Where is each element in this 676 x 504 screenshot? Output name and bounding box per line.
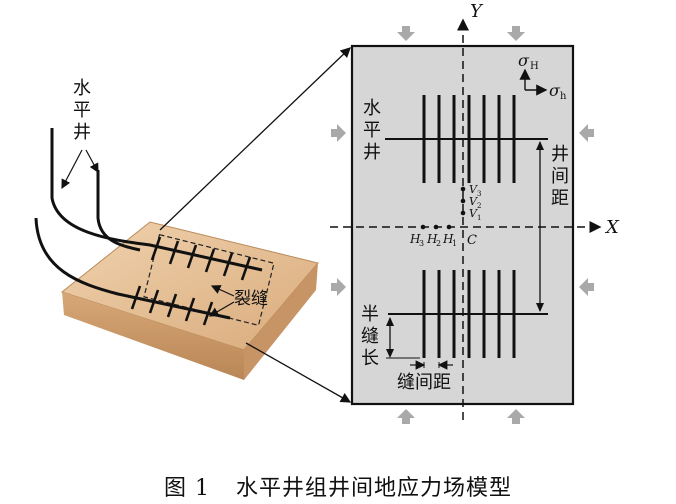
well-2-vertical xyxy=(96,170,141,252)
left-well-label-char-2: 平 xyxy=(73,100,91,121)
half-length-arrowhead-top xyxy=(386,317,394,326)
v2-subscript: 2 xyxy=(477,202,481,210)
well-spacing-char-1: 井 xyxy=(551,144,569,165)
well-label-arrow-2 xyxy=(85,149,99,174)
figure-title: 水平井组井间地应力场模型 xyxy=(235,476,512,501)
x-axis-label: X xyxy=(604,217,620,238)
point-H3 xyxy=(420,224,426,230)
v3-subscript: 3 xyxy=(477,190,481,198)
h3-subscript: 3 xyxy=(419,239,424,248)
point-H1 xyxy=(446,224,452,230)
well-spacing-char-2: 间 xyxy=(551,166,569,187)
panel-well-label-char-3: 井 xyxy=(363,142,381,163)
point-V1 xyxy=(460,210,466,216)
stress-indicator: σ H σ h xyxy=(518,51,567,102)
half-length-char-1: 半 xyxy=(361,304,379,325)
point-H2 xyxy=(433,224,439,230)
load-arrow-top-2 xyxy=(507,26,525,41)
boundary-load-arrows xyxy=(331,26,594,424)
projection-line-bottom xyxy=(245,342,352,403)
h2-label: H xyxy=(426,232,438,246)
projection-line-top xyxy=(159,47,351,231)
left-well-label-char-3: 井 xyxy=(73,122,91,143)
well-spacing-arrowhead-bottom xyxy=(536,303,544,312)
panel-well-label-char-2: 平 xyxy=(363,120,381,141)
load-arrow-left-1 xyxy=(331,124,346,142)
figure-caption: 图 1 水平井组井间地应力场模型 xyxy=(0,470,676,502)
load-arrow-left-2 xyxy=(331,278,346,296)
v1-subscript: 1 xyxy=(477,214,481,222)
y-axis-label: Y xyxy=(470,1,484,22)
load-arrow-top-1 xyxy=(397,26,415,41)
load-arrow-bottom-2 xyxy=(507,409,525,424)
lower-well-fractures xyxy=(422,270,516,358)
half-length-char-3: 长 xyxy=(361,348,379,369)
h3-label: H xyxy=(409,232,421,246)
sigma-h-symbol: σ xyxy=(549,81,561,100)
well-spacing-arrowhead-top xyxy=(536,141,544,150)
fracture-label: 裂缝 xyxy=(234,289,268,309)
monitoring-points xyxy=(420,186,466,230)
sigma-H-symbol: σ xyxy=(518,51,530,70)
h-point-labels: H 3 H 2 H 1 C xyxy=(409,232,477,248)
fracture-label-arrow-2 xyxy=(208,301,235,317)
panel-well-label-char-1: 水 xyxy=(363,98,381,119)
load-arrow-right-2 xyxy=(579,278,594,296)
fracture-spacing-label: 缝间距 xyxy=(397,372,451,393)
v-point-labels: V 3 V 2 V 1 xyxy=(469,183,481,222)
horizontal-well-1 xyxy=(50,128,263,272)
sigma-h-subscript: h xyxy=(560,91,567,102)
v1-label: V xyxy=(469,207,478,220)
h1-label: H xyxy=(442,232,454,246)
rock-block xyxy=(60,221,319,380)
half-length-char-2: 缝 xyxy=(361,326,379,347)
point-V2 xyxy=(460,198,466,204)
point-V3 xyxy=(460,186,466,192)
v3-label: V xyxy=(469,183,478,196)
well-2-fractures xyxy=(130,285,214,326)
center-label: C xyxy=(467,233,477,248)
sigma-H-subscript: H xyxy=(530,61,539,72)
fracture-label-arrow-1 xyxy=(210,285,235,297)
figure-number: 图 1 xyxy=(163,476,210,501)
v2-label: V xyxy=(469,195,478,208)
load-arrow-bottom-1 xyxy=(397,409,415,424)
well-label-arrow-1 xyxy=(61,149,83,190)
upper-well-fractures xyxy=(422,95,516,183)
horizontal-well-2 xyxy=(34,217,231,320)
well-1-fractures xyxy=(150,236,252,281)
well-spacing-char-3: 距 xyxy=(551,188,569,209)
load-arrow-right-1 xyxy=(579,124,594,142)
h1-subscript: 1 xyxy=(452,239,457,248)
half-length-arrowhead-bottom xyxy=(386,349,394,358)
h2-subscript: 2 xyxy=(436,239,441,248)
left-well-label-char-1: 水 xyxy=(73,78,91,99)
